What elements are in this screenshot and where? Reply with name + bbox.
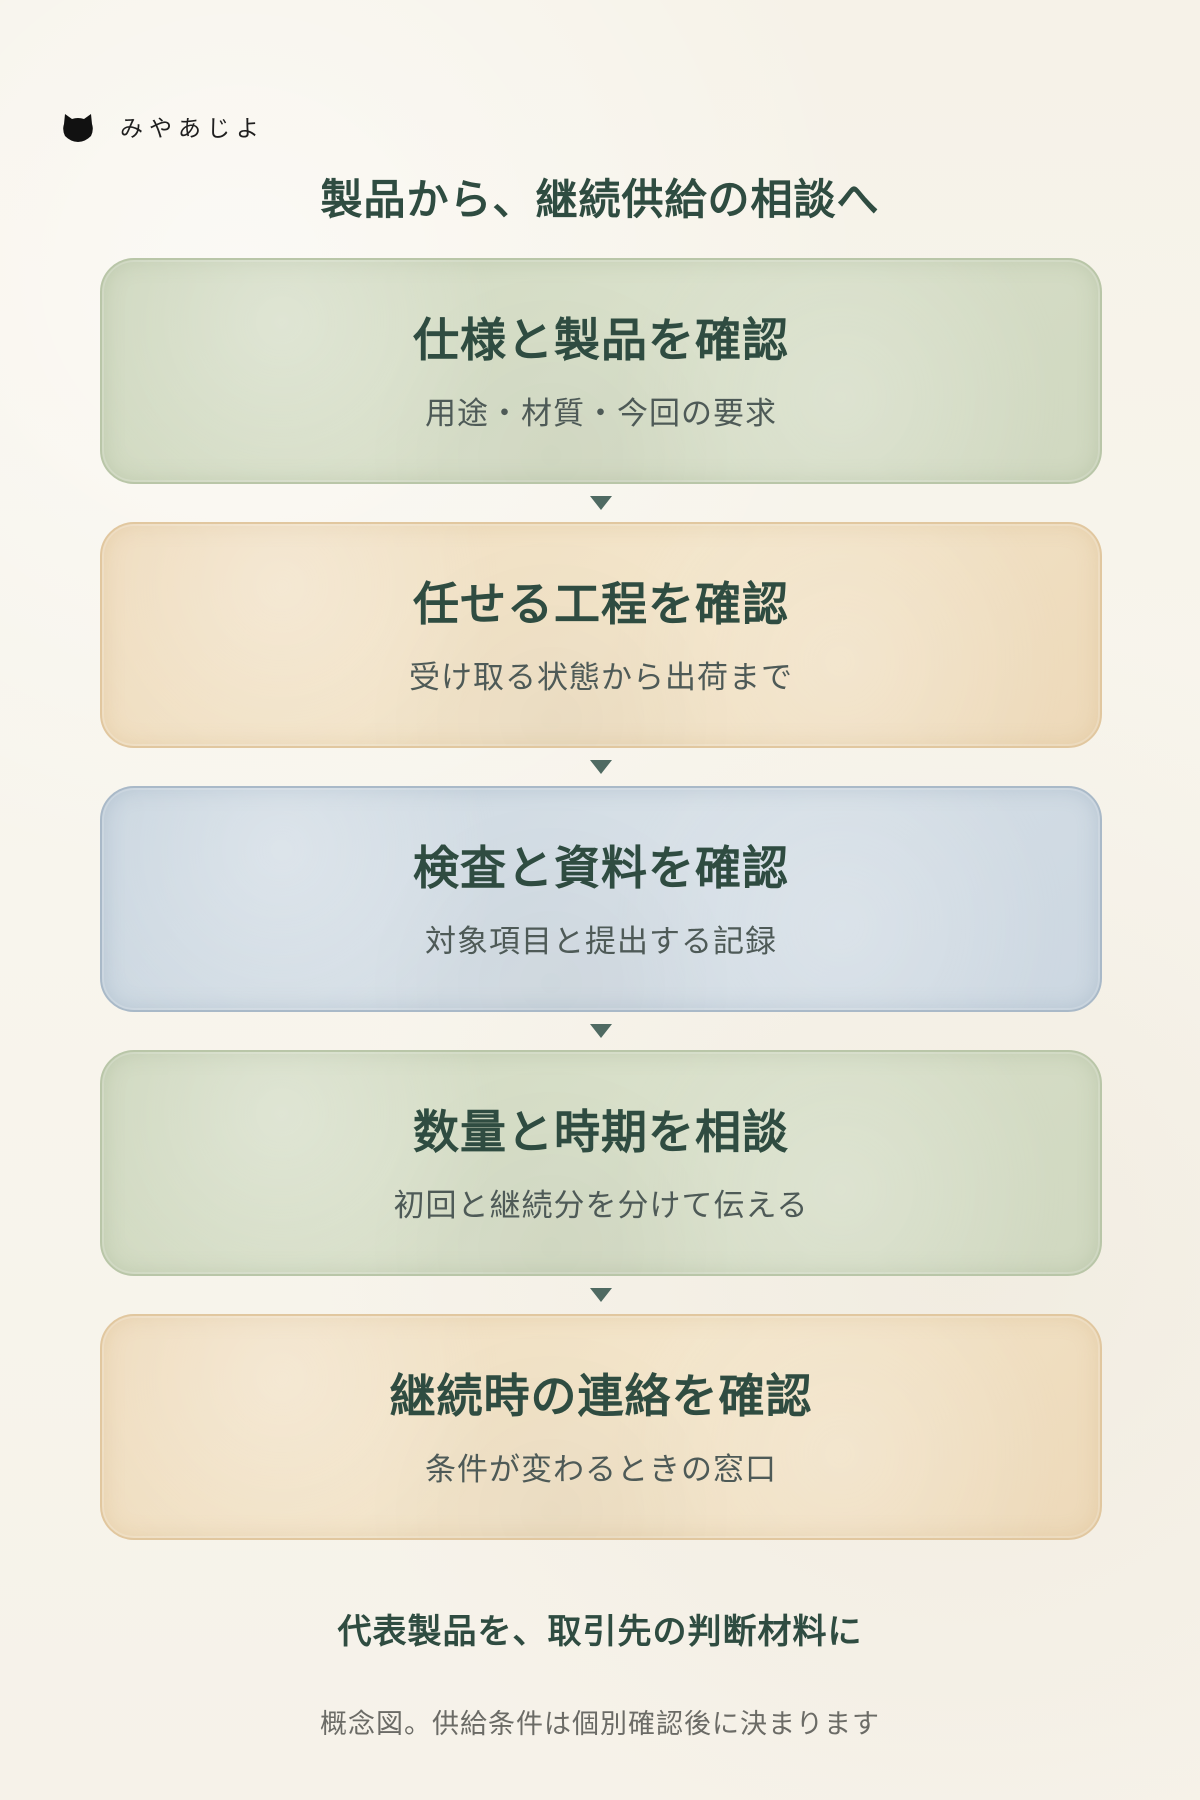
cat-icon (63, 114, 93, 142)
step-subtitle-2: 受け取る状態から出荷まで (409, 660, 793, 696)
brand-name: みやあじよ (120, 116, 265, 142)
flow-connector-4 (100, 1276, 1102, 1314)
step-title-3: 検査と資料を確認 (413, 841, 789, 895)
arrow-down-icon (590, 1288, 612, 1302)
step-title-5: 継続時の連絡を確認 (389, 1369, 813, 1423)
step-card-5: 継続時の連絡を確認 条件が変わるときの窓口 (100, 1314, 1102, 1540)
brand-header: みやあじよ (60, 106, 265, 146)
arrow-down-icon (590, 496, 612, 510)
step-subtitle-3: 対象項目と提出する記録 (425, 924, 777, 960)
flow-connector-2 (100, 748, 1102, 786)
closing-statement: 代表製品を、取引先の判断材料に (337, 1612, 863, 1652)
step-subtitle-5: 条件が変わるときの窓口 (425, 1452, 777, 1488)
step-title-2: 任せる工程を確認 (413, 577, 789, 631)
step-subtitle-1: 用途・材質・今回の要求 (425, 396, 777, 432)
arrow-down-icon (590, 760, 612, 774)
step-title-4: 数量と時期を相談 (413, 1105, 789, 1159)
step-card-2: 任せる工程を確認 受け取る状態から出荷まで (100, 522, 1102, 748)
step-title-1: 仕様と製品を確認 (413, 313, 789, 367)
flow-connector-1 (100, 484, 1102, 522)
step-card-1: 仕様と製品を確認 用途・材質・今回の要求 (100, 258, 1102, 484)
arrow-down-icon (590, 1024, 612, 1038)
page-headline: 製品から、継続供給の相談へ (320, 175, 880, 224)
footnote: 概念図。供給条件は個別確認後に決まります (320, 1709, 880, 1740)
process-flow: 仕様と製品を確認 用途・材質・今回の要求 任せる工程を確認 受け取る状態から出荷… (100, 258, 1102, 1540)
step-subtitle-4: 初回と継続分を分けて伝える (393, 1188, 809, 1224)
step-card-4: 数量と時期を相談 初回と継続分を分けて伝える (100, 1050, 1102, 1276)
flow-connector-3 (100, 1012, 1102, 1050)
step-card-3: 検査と資料を確認 対象項目と提出する記録 (100, 786, 1102, 1012)
